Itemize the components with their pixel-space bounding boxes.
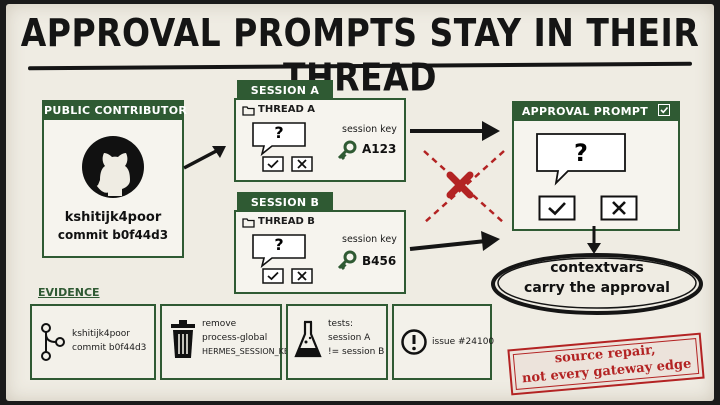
- deny-button[interactable]: [600, 195, 638, 221]
- evidence-remove-global: remove process-global HERMES_SESSION_KEY: [160, 304, 294, 380]
- evidence-remove-line2: process-global: [202, 333, 268, 343]
- evidence-issue-line1: issue #24100: [432, 337, 495, 347]
- evidence-commit-line1: kshitijk4poor: [72, 329, 130, 339]
- arrow-contributor-to-session: [183, 146, 226, 170]
- evidence-heading: EVIDENCE: [38, 286, 100, 299]
- approve-button[interactable]: [538, 195, 576, 221]
- evidence-remove-line1: remove: [202, 319, 237, 329]
- contributor-commit: commit b0f44d3: [57, 228, 169, 242]
- page-title: APPROVAL PROMPTS STAY IN THEIR THREAD: [20, 10, 700, 100]
- folder-icon: [242, 218, 255, 228]
- contextvars-oval: [491, 253, 703, 315]
- session-a-key-value: A123: [362, 142, 397, 156]
- approval-prompt-panel: APPROVAL PROMPT ?: [512, 101, 680, 231]
- evidence-remove-line3: HERMES_SESSION_KEY: [202, 347, 294, 356]
- arrow-session-a-head: [482, 121, 500, 141]
- session-a-panel: THREAD A ? session key A123: [234, 98, 406, 182]
- x-mark-icon: [446, 171, 474, 199]
- trash-icon: [171, 320, 195, 358]
- speech-bubble-icon: [252, 122, 306, 156]
- speech-bubble-icon: [252, 234, 306, 268]
- thread-a-question: ?: [274, 123, 284, 142]
- session-a-tab: SESSION A: [237, 80, 333, 100]
- evidence-tests: tests: session A != session B: [286, 304, 388, 380]
- evidence-commit-line2: commit b0f44d3: [72, 343, 147, 353]
- key-icon: [337, 140, 357, 161]
- deny-button[interactable]: [291, 268, 313, 284]
- approval-tab-label: APPROVAL PROMPT: [521, 105, 649, 118]
- approval-question: ?: [574, 139, 588, 167]
- evidence-issue: issue #24100: [392, 304, 495, 380]
- session-b-key-label: session key: [342, 234, 397, 245]
- contributor-panel: PUBLIC CONTRIBUTOR kshitijk4poor commit …: [42, 100, 187, 258]
- thread-a-label: THREAD A: [258, 104, 315, 115]
- checkbox-icon: [658, 104, 671, 116]
- evidence-tests-line3: != session B: [328, 347, 385, 357]
- session-b-tab: SESSION B: [237, 192, 333, 212]
- alert-circle-icon: [401, 329, 427, 355]
- approve-button[interactable]: [262, 156, 284, 172]
- approve-button[interactable]: [262, 268, 284, 284]
- contextvars-line1: contextvars: [550, 260, 644, 276]
- thread-b-label: THREAD B: [258, 216, 315, 227]
- evidence-commit: kshitijk4poor commit b0f44d3: [30, 304, 156, 380]
- arrow-session-b-to-prompt: [409, 239, 487, 251]
- routing-arrows: [409, 121, 505, 251]
- approval-tab: APPROVAL PROMPT: [514, 103, 678, 121]
- evidence-tests-line2: session A: [328, 333, 371, 343]
- folder-icon: [242, 106, 255, 116]
- contextvars-text: contextvars carry the approval: [500, 258, 694, 298]
- speech-bubble-icon: [536, 133, 626, 186]
- github-octocat-icon: [82, 136, 144, 198]
- contextvars-line2: carry the approval: [524, 280, 670, 296]
- arrow-prompt-to-contextvars: [587, 226, 601, 254]
- cross-line-2: [423, 150, 505, 224]
- session-b-panel: THREAD B ? session key B456: [234, 210, 406, 294]
- contributor-username: kshitijk4poor: [64, 210, 162, 225]
- thread-b-question: ?: [274, 235, 284, 254]
- session-b-key-value: B456: [362, 254, 397, 268]
- cross-line-1: [423, 150, 505, 224]
- flask-icon: [294, 320, 322, 358]
- evidence-tests-line1: tests:: [328, 319, 354, 329]
- arrow-session-b-head: [481, 231, 500, 251]
- git-commit-icon: [41, 323, 65, 361]
- deny-button[interactable]: [291, 156, 313, 172]
- session-a-key-label: session key: [342, 124, 397, 135]
- key-icon: [337, 250, 357, 271]
- contributor-tab: PUBLIC CONTRIBUTOR: [44, 102, 187, 120]
